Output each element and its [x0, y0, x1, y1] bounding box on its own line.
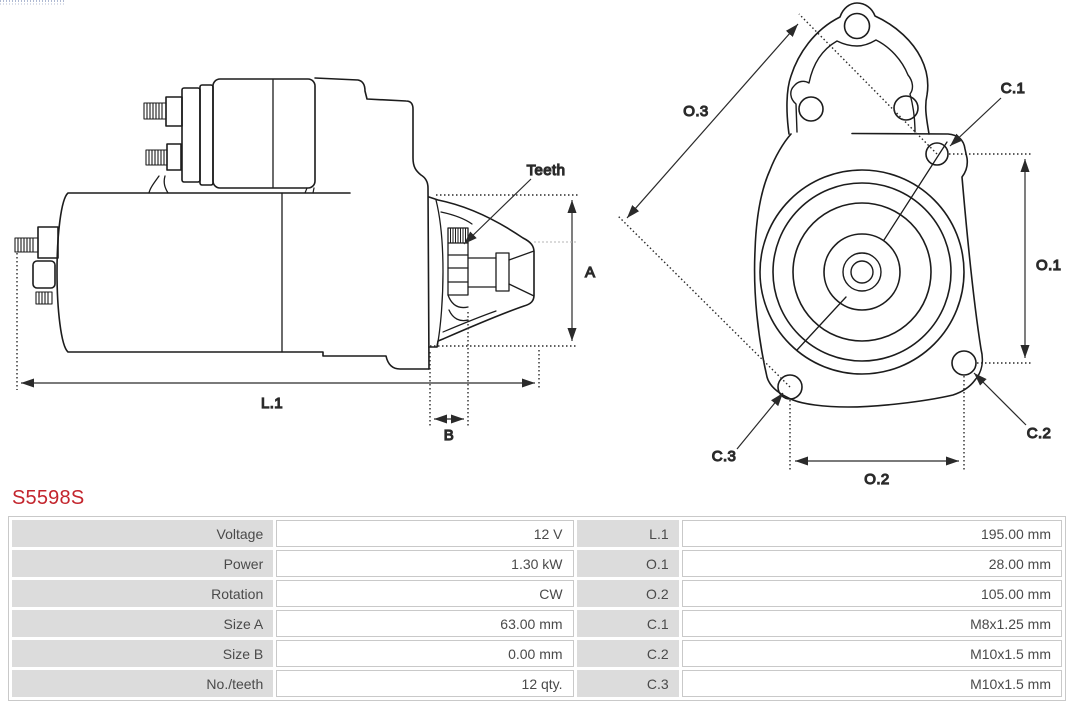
spec-value: 1.30 kW: [276, 550, 574, 577]
gear-teeth-hatch: [450, 227, 466, 244]
spec-label: C.1: [576, 610, 679, 637]
pinion-gear: [447, 227, 469, 322]
mounting-holes: [777, 142, 977, 400]
concentric-bores: [759, 169, 965, 375]
spec-value: 195.00 mm: [681, 520, 1062, 547]
nose-cone: [428, 196, 535, 348]
starter-motor-technical-drawing: Teeth A L.1 B: [14, 2, 1062, 487]
dim-label-c1: C.1: [1001, 80, 1026, 97]
dim-L1: [16, 253, 540, 390]
spec-value: 12 qty.: [276, 670, 574, 697]
dim-label-l1: L.1: [261, 395, 283, 412]
body-terminal-studs: [14, 226, 59, 305]
dim-label-c3: C.3: [712, 448, 737, 465]
drive-end-bracket: [314, 77, 444, 370]
motor-body: [56, 192, 430, 370]
dim-O1: [949, 153, 1033, 364]
spec-value: 63.00 mm: [276, 610, 574, 637]
spec-value: M8x1.25 mm: [681, 610, 1062, 637]
spec-value: 12 V: [276, 520, 574, 547]
table-row: Voltage 12 V L.1 195.00 mm: [12, 520, 1062, 547]
table-row: Power 1.30 kW O.1 28.00 mm: [12, 550, 1062, 577]
front-view-dimensions: O.3 C.1 O.1 C.2 C.3 O.2: [617, 13, 1062, 487]
callout-C3: [736, 392, 784, 450]
dim-label-o2: O.2: [864, 471, 889, 487]
front-view-drawing: [753, 2, 984, 408]
dim-B: [429, 312, 469, 426]
spec-value: 0.00 mm: [276, 640, 574, 667]
spec-label: Power: [12, 550, 274, 577]
dim-label-b: B: [444, 427, 454, 444]
solenoid: [143, 78, 316, 194]
gasket-hole-left: [798, 96, 824, 122]
side-view-drawing: [14, 77, 535, 370]
logo-artifact: [0, 0, 66, 6]
dim-label-a: A: [585, 264, 595, 281]
dim-label-o3: O.3: [683, 103, 708, 120]
table-row: No./teeth 12 qty. C.3 M10x1.5 mm: [12, 670, 1062, 697]
dim-label-o1: O.1: [1036, 257, 1061, 274]
mounting-flange: [753, 132, 984, 408]
hole-c2: [951, 350, 977, 376]
spec-value: M10x1.5 mm: [681, 670, 1062, 697]
dim-O3: [617, 13, 938, 388]
spec-label: No./teeth: [12, 670, 274, 697]
gasket: [786, 2, 930, 135]
section-break-lines: [796, 141, 948, 351]
solenoid-stud-threads: [143, 102, 168, 166]
callout-C1: [949, 97, 1002, 147]
gasket-hole-top: [843, 12, 871, 40]
table-row: Rotation CW O.2 105.00 mm: [12, 580, 1062, 607]
spec-label: O.1: [576, 550, 679, 577]
dim-O2: [789, 376, 965, 470]
dim-label-teeth: Teeth: [527, 162, 566, 179]
hole-c1: [925, 142, 949, 166]
spec-label: C.3: [576, 670, 679, 697]
dim-label-c2: C.2: [1027, 425, 1052, 442]
spec-value: CW: [276, 580, 574, 607]
spec-label: Voltage: [12, 520, 274, 547]
spec-label: L.1: [576, 520, 679, 547]
table-row: Size A 63.00 mm C.1 M8x1.25 mm: [12, 610, 1062, 637]
spec-label: O.2: [576, 580, 679, 607]
teeth-callout: [463, 178, 532, 245]
dim-A: [430, 194, 578, 347]
side-view-dimensions: Teeth A L.1 B: [16, 161, 596, 445]
spec-table: Voltage 12 V L.1 195.00 mm Power 1.30 kW…: [8, 516, 1066, 701]
spec-label: Rotation: [12, 580, 274, 607]
table-row: Size B 0.00 mm C.2 M10x1.5 mm: [12, 640, 1062, 667]
gasket-hole-right: [893, 95, 919, 121]
callout-C2: [973, 372, 1027, 426]
hole-c3: [777, 374, 803, 400]
pinion-shaft: [467, 250, 535, 297]
spec-label: Size B: [12, 640, 274, 667]
part-number: S5598S: [12, 487, 85, 509]
spec-value: 105.00 mm: [681, 580, 1062, 607]
spec-value: 28.00 mm: [681, 550, 1062, 577]
spec-label: C.2: [576, 640, 679, 667]
spec-value: M10x1.5 mm: [681, 640, 1062, 667]
spec-label: Size A: [12, 610, 274, 637]
